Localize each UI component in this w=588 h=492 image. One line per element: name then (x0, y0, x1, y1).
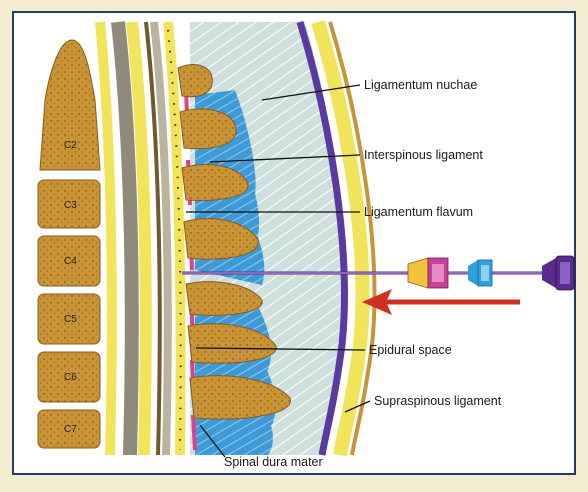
ligamentum-nuchae-label: Ligamentum nuchae (364, 78, 477, 92)
spinal-dura-mater-label: Spinal dura mater (224, 455, 323, 469)
vertebra-label-c5: C5 (64, 314, 77, 325)
vertebra-label-c7: C7 (64, 424, 77, 435)
ligamentum-flavum-label: Ligamentum flavum (364, 205, 473, 219)
vertebra-label-c3: C3 (64, 200, 77, 211)
vertebra-label-c2: C2 (64, 140, 77, 151)
supraspinous-ligament-label: Supraspinous ligament (374, 394, 502, 408)
vertebral-bodies: C2 C3 C4 C5 C6 C7 (38, 40, 100, 448)
epidural-space-label: Epidural space (369, 343, 452, 357)
vertebra-label-c4: C4 (64, 256, 77, 267)
interspinous-ligament-label: Interspinous ligament (364, 148, 483, 162)
vertebra-label-c6: C6 (64, 372, 77, 383)
